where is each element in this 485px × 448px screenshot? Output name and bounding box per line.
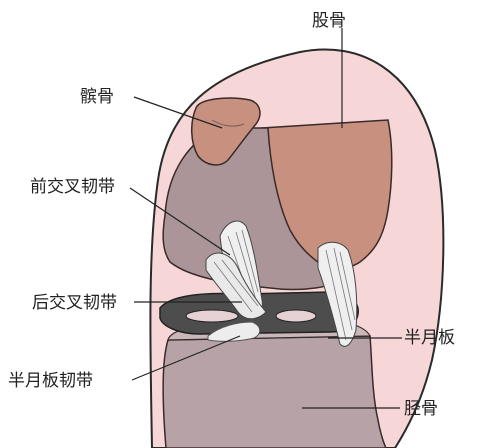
label-patella: 髌骨 — [80, 87, 114, 107]
tibia-bone — [163, 336, 386, 448]
label-meniscus: 半月板 — [404, 328, 455, 348]
label-femur: 股骨 — [312, 11, 346, 31]
label-pcl: 后交叉韧带 — [32, 293, 117, 313]
label-tibia: 胫骨 — [404, 399, 438, 419]
label-acl: 前交叉韧带 — [30, 177, 115, 197]
label-meniscal-ligament: 半月板韧带 — [8, 371, 93, 391]
